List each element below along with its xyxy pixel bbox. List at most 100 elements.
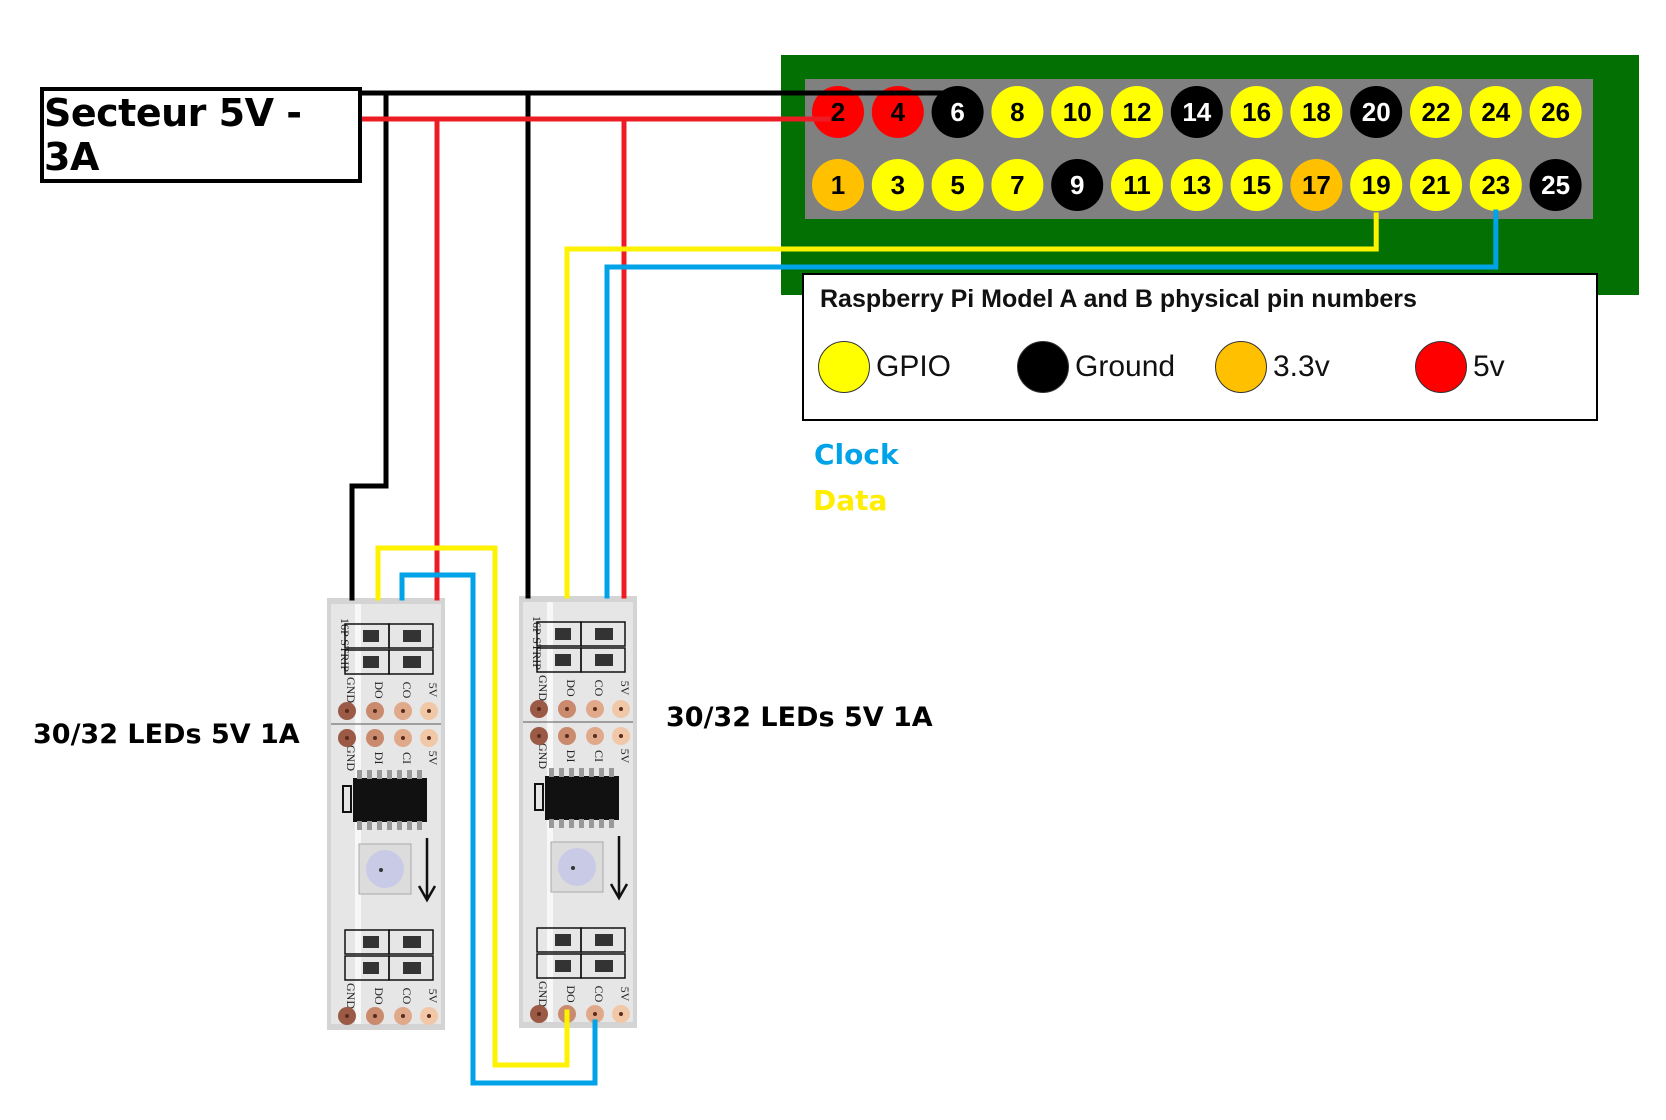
pad-hole	[565, 734, 569, 738]
pin-13-dot	[1170, 159, 1223, 211]
legend-label-ground: Ground	[1075, 350, 1176, 383]
pin-16: 16	[1230, 86, 1283, 138]
resistor-icon	[403, 656, 421, 668]
chip-pin	[387, 770, 392, 779]
pin-3-dot	[871, 159, 924, 211]
pad-hole	[537, 734, 541, 738]
3v3-swatch-icon	[1215, 341, 1267, 393]
pin-number: 25	[1541, 170, 1570, 200]
legend-item-3v3: 3.3v	[1215, 341, 1330, 393]
pin-number: 20	[1362, 97, 1391, 127]
pad-label-di: DI	[372, 752, 386, 765]
pin-number: 9	[1070, 170, 1084, 200]
power-supply-label: Secteur 5V - 3A	[44, 91, 302, 179]
chip-pin	[367, 821, 372, 830]
pad-label-do: DO	[564, 679, 578, 697]
pin-20-dot	[1350, 86, 1403, 138]
chip-pin	[377, 821, 382, 830]
pin-legend: Raspberry Pi Model A and B physical pin …	[802, 273, 1598, 421]
pad-label-5v: 5V	[426, 683, 440, 698]
pad-hole	[537, 707, 541, 711]
pin-13: 13	[1170, 159, 1223, 211]
resistor-icon	[595, 960, 613, 972]
resistor-icon	[363, 962, 379, 974]
pin-17: 17	[1290, 159, 1343, 211]
chip-pin	[387, 821, 392, 830]
pin-24: 24	[1469, 86, 1522, 138]
resistor-icon	[363, 936, 379, 948]
pin-number: 5	[950, 170, 964, 200]
pin-1: 1	[812, 159, 864, 211]
chip-pin	[599, 768, 604, 777]
pin-number: 15	[1242, 170, 1271, 200]
pin-21-dot	[1410, 159, 1462, 211]
pad-hole	[537, 1012, 541, 1016]
pin-number: 26	[1541, 97, 1570, 127]
pin-number: 12	[1123, 97, 1152, 127]
pin-legend-title: Raspberry Pi Model A and B physical pin …	[820, 285, 1417, 313]
pin-8: 8	[991, 86, 1044, 138]
rgb-led-dot	[571, 866, 575, 870]
pad-label-do: DO	[564, 985, 578, 1003]
chip-pin	[417, 821, 422, 830]
pad-label-co: CO	[592, 680, 606, 697]
chip-pin	[559, 819, 564, 828]
pad-label-ci: CI	[592, 750, 606, 762]
wires	[349, 90, 1499, 1086]
pin-4: 4	[871, 86, 924, 138]
chip-pin	[367, 770, 372, 779]
pin-18-dot	[1290, 86, 1343, 138]
led-strip-1-label: 30/32 LEDs 5V 1A	[33, 719, 300, 750]
pin-2: 2	[812, 86, 864, 138]
pin-17-dot	[1290, 159, 1343, 211]
resistor-icon	[555, 628, 571, 640]
clock-wire-pi	[604, 209, 1499, 599]
direction-arrow-icon	[417, 838, 437, 903]
chip-pin	[549, 819, 554, 828]
pad-hole	[373, 1014, 377, 1018]
chip-pin	[407, 770, 412, 779]
pin-number: 21	[1422, 170, 1451, 200]
pin-10-dot	[1051, 86, 1104, 138]
pin-number: 10	[1063, 97, 1092, 127]
pad-label-5v: 5V	[618, 987, 632, 1002]
pad-hole	[401, 709, 405, 713]
pin-number: 17	[1302, 170, 1331, 200]
pin-number: 18	[1302, 97, 1331, 127]
resistor-icon	[555, 934, 571, 946]
pin-number: 16	[1242, 97, 1271, 127]
legend-item-ground: Ground	[1017, 341, 1175, 393]
ground-swatch-icon	[1017, 341, 1069, 393]
pin-number: 11	[1123, 170, 1151, 200]
legend-label-3v3: 3.3v	[1273, 350, 1330, 383]
chip-pin	[549, 768, 554, 777]
chip-pin	[579, 768, 584, 777]
pin-15: 15	[1230, 159, 1283, 211]
pin-23-dot	[1469, 159, 1522, 211]
pin-11-dot	[1111, 159, 1163, 211]
resistor-outline	[580, 647, 626, 673]
legend-item-gpio: GPIO	[818, 341, 951, 393]
pad-label-co: CO	[400, 682, 414, 699]
clock-wire-chain	[399, 572, 598, 1086]
pin-number: 23	[1481, 170, 1510, 200]
chip-pin	[377, 770, 382, 779]
pin-11: 11	[1111, 159, 1163, 211]
pin-9-dot	[1051, 159, 1104, 211]
pin-number: 14	[1182, 97, 1211, 127]
pad-hole	[401, 736, 405, 740]
chip-pin	[589, 768, 594, 777]
pad-label-gnd: GND	[536, 675, 550, 701]
pin-19: 19	[1350, 159, 1403, 211]
pad-hole	[427, 709, 431, 713]
pin-22-dot	[1410, 86, 1462, 138]
pad-label-do: DO	[372, 987, 386, 1005]
legend-item-5v: 5v	[1415, 341, 1505, 393]
pin-2-dot	[812, 86, 864, 138]
ground-wire-strip-1	[349, 90, 389, 601]
data-wire-label: Data	[813, 484, 888, 517]
resistor-icon	[555, 654, 571, 666]
pin-7-dot	[991, 159, 1044, 211]
